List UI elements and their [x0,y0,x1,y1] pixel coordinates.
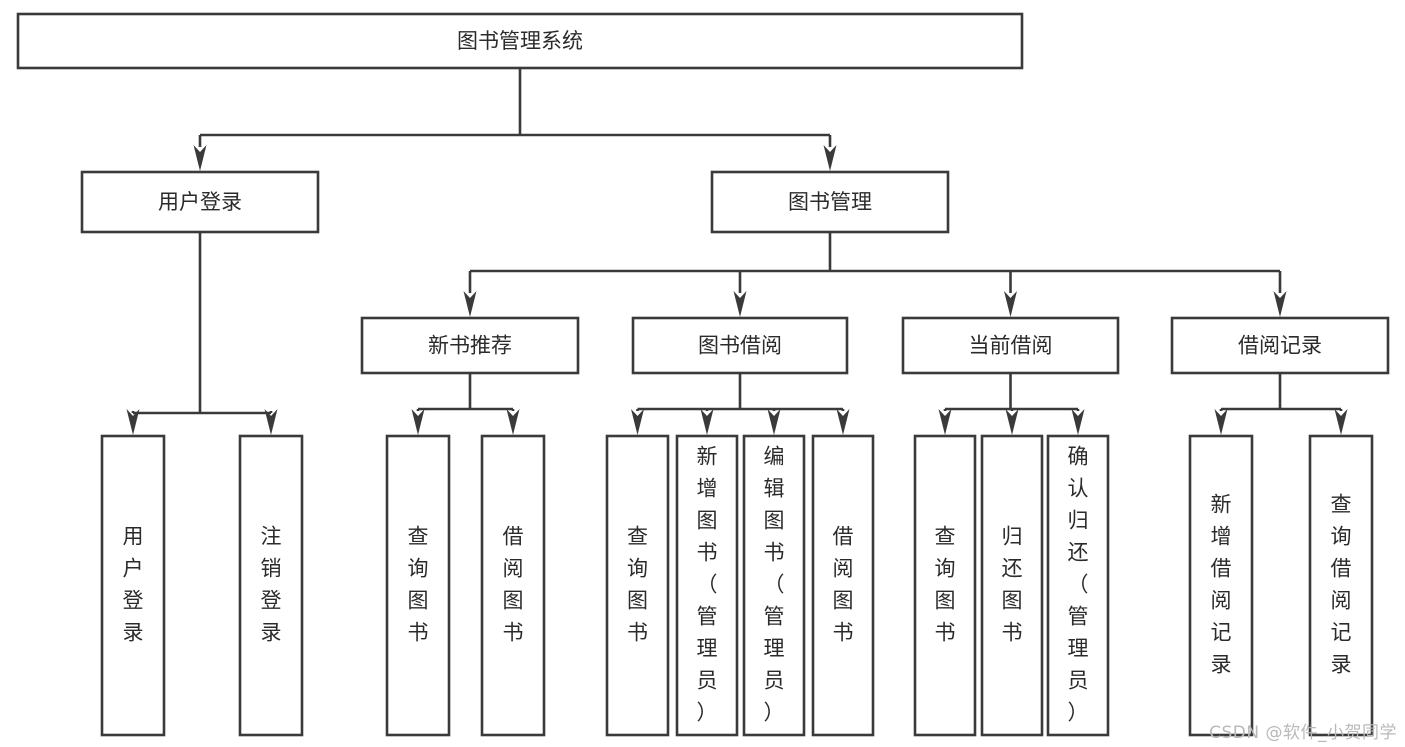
edge-group-current-borrow [938,373,1085,435]
node-user-login[interactable]: 用户登录 [80,170,320,234]
node-box-query-book-1 [385,434,451,737]
node-return-book[interactable]: 归还图书 [980,434,1044,737]
node-confirm-return-admin[interactable]: 确认归还（管理员） [1046,434,1110,737]
node-box-borrow-book-2 [811,434,875,737]
node-label-add-borrow-record: 新增借阅记录 [1211,493,1232,677]
node-borrow-book-1[interactable]: 借阅图书 [480,434,546,737]
node-box-query-book-2 [605,434,670,737]
node-query-borrow-record[interactable]: 查询借阅记录 [1308,434,1374,737]
node-label-user-login: 用户登录 [158,190,242,214]
node-box-current-borrow [901,316,1120,375]
node-label-root: 图书管理系统 [457,29,583,53]
node-add-book-admin[interactable]: 新增图书（管理员） [675,434,739,737]
node-root[interactable]: 图书管理系统 [16,12,1024,70]
node-query-book-1[interactable]: 查询图书 [385,434,451,737]
node-box-book-management [710,170,950,234]
edge-group-book-borrow [631,373,850,435]
node-label-borrow-record: 借阅记录 [1238,334,1322,358]
node-box-query-book-3 [913,434,977,737]
node-box-borrow-record [1170,316,1390,375]
node-box-user-login [80,170,320,234]
edge-group-book-management [463,232,1287,317]
node-label-confirm-return-admin: 确认归还（管理员） [1068,445,1089,725]
node-logout-leaf[interactable]: 注销登录 [238,434,304,737]
node-box-root [16,12,1024,70]
node-box-logout-leaf [238,434,304,737]
node-label-borrow-book-2: 借阅图书 [833,525,854,645]
node-box-query-borrow-record [1308,434,1374,737]
node-label-user-login-leaf: 用户登录 [123,525,144,645]
node-label-add-book-admin: 新增图书（管理员） [697,445,718,725]
edge-group-new-book-recommend [411,373,520,435]
watermark-text: CSDN @软件_小贺同学 [1209,723,1397,743]
node-box-user-login-leaf [100,434,166,737]
node-book-management[interactable]: 图书管理 [710,170,950,234]
node-box-edit-book-admin [742,434,806,737]
node-box-new-book-recommend [360,316,580,375]
node-query-book-2[interactable]: 查询图书 [605,434,670,737]
edge-group-root [193,68,837,171]
node-box-confirm-return-admin [1046,434,1110,737]
node-box-return-book [980,434,1044,737]
node-borrow-book-2[interactable]: 借阅图书 [811,434,875,737]
node-label-query-book-2: 查询图书 [627,525,648,645]
edge-layer [126,68,1348,435]
node-new-book-recommend[interactable]: 新书推荐 [360,316,580,375]
node-query-book-3[interactable]: 查询图书 [913,434,977,737]
node-label-return-book: 归还图书 [1002,525,1023,645]
node-label-edit-book-admin: 编辑图书（管理员） [764,445,785,725]
node-label-new-book-recommend: 新书推荐 [428,334,512,358]
node-book-borrow[interactable]: 图书借阅 [631,316,849,375]
node-layer: 图书管理系统用户登录图书管理新书推荐图书借阅当前借阅借阅记录用户登录注销登录查询… [16,12,1390,737]
node-label-query-book-3: 查询图书 [935,525,956,645]
node-user-login-leaf[interactable]: 用户登录 [100,434,166,737]
node-label-query-book-1: 查询图书 [408,525,429,645]
node-label-borrow-book-1: 借阅图书 [503,525,524,645]
node-box-add-book-admin [675,434,739,737]
edge-group-user-login [126,232,278,435]
node-current-borrow[interactable]: 当前借阅 [901,316,1120,375]
node-add-borrow-record[interactable]: 新增借阅记录 [1188,434,1254,737]
node-edit-book-admin[interactable]: 编辑图书（管理员） [742,434,806,737]
node-label-book-borrow: 图书借阅 [698,334,782,358]
node-box-borrow-book-1 [480,434,546,737]
node-label-query-borrow-record: 查询借阅记录 [1331,493,1352,677]
edge-group-borrow-record [1214,373,1348,435]
node-label-logout-leaf: 注销登录 [261,525,282,645]
node-label-current-borrow: 当前借阅 [969,334,1053,358]
node-box-add-borrow-record [1188,434,1254,737]
node-borrow-record[interactable]: 借阅记录 [1170,316,1390,375]
node-box-book-borrow [631,316,849,375]
node-label-book-management: 图书管理 [788,190,872,214]
